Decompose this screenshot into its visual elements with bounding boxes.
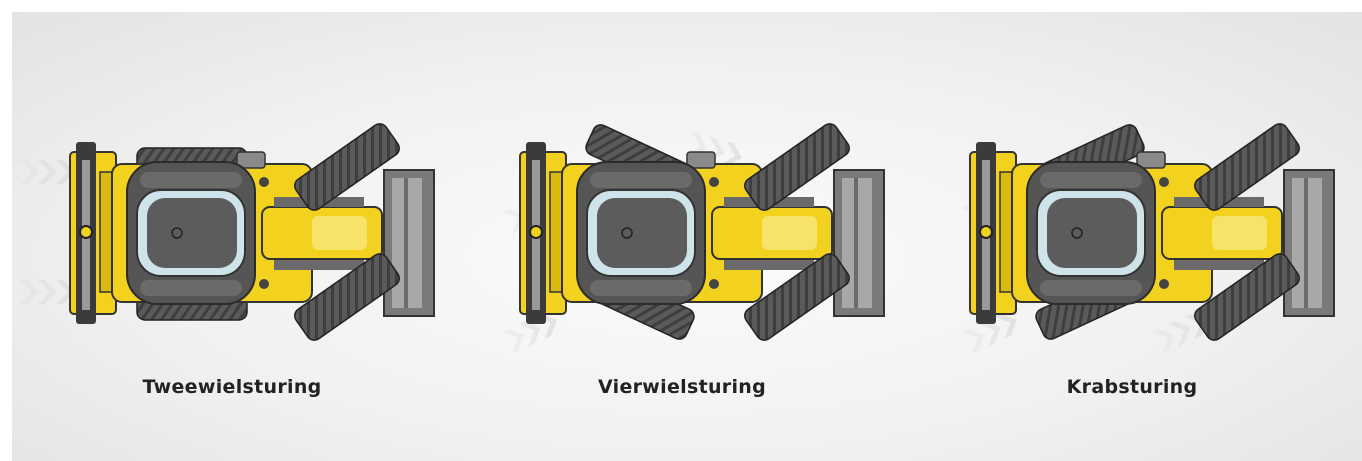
- front-wheel-right: [744, 253, 850, 341]
- front-wheel-right: [1194, 253, 1300, 341]
- front-wheel-right: [294, 253, 400, 341]
- panel-crab: Krabsturing: [912, 12, 1352, 461]
- front-wheel-left: [1194, 123, 1300, 211]
- four-wheel-steering-illustration: [462, 123, 885, 352]
- two-wheel-steering-illustration: [12, 123, 435, 341]
- panel-two-wheel: Tweewielsturing: [12, 12, 452, 461]
- front-wheel-left: [744, 123, 850, 211]
- steering-modes-diagram: Tweewielsturing Vierwielsturi: [12, 12, 1362, 461]
- mode-label: Tweewielsturing: [142, 376, 322, 398]
- motion-chevrons-icon: [20, 160, 75, 304]
- crab-steering-illustration: [912, 123, 1335, 352]
- panel-four-wheel: Vierwielsturing: [462, 12, 902, 461]
- mode-label: Vierwielsturing: [597, 376, 767, 398]
- mode-label: Krabsturing: [1066, 376, 1198, 398]
- front-wheel-left: [294, 123, 400, 211]
